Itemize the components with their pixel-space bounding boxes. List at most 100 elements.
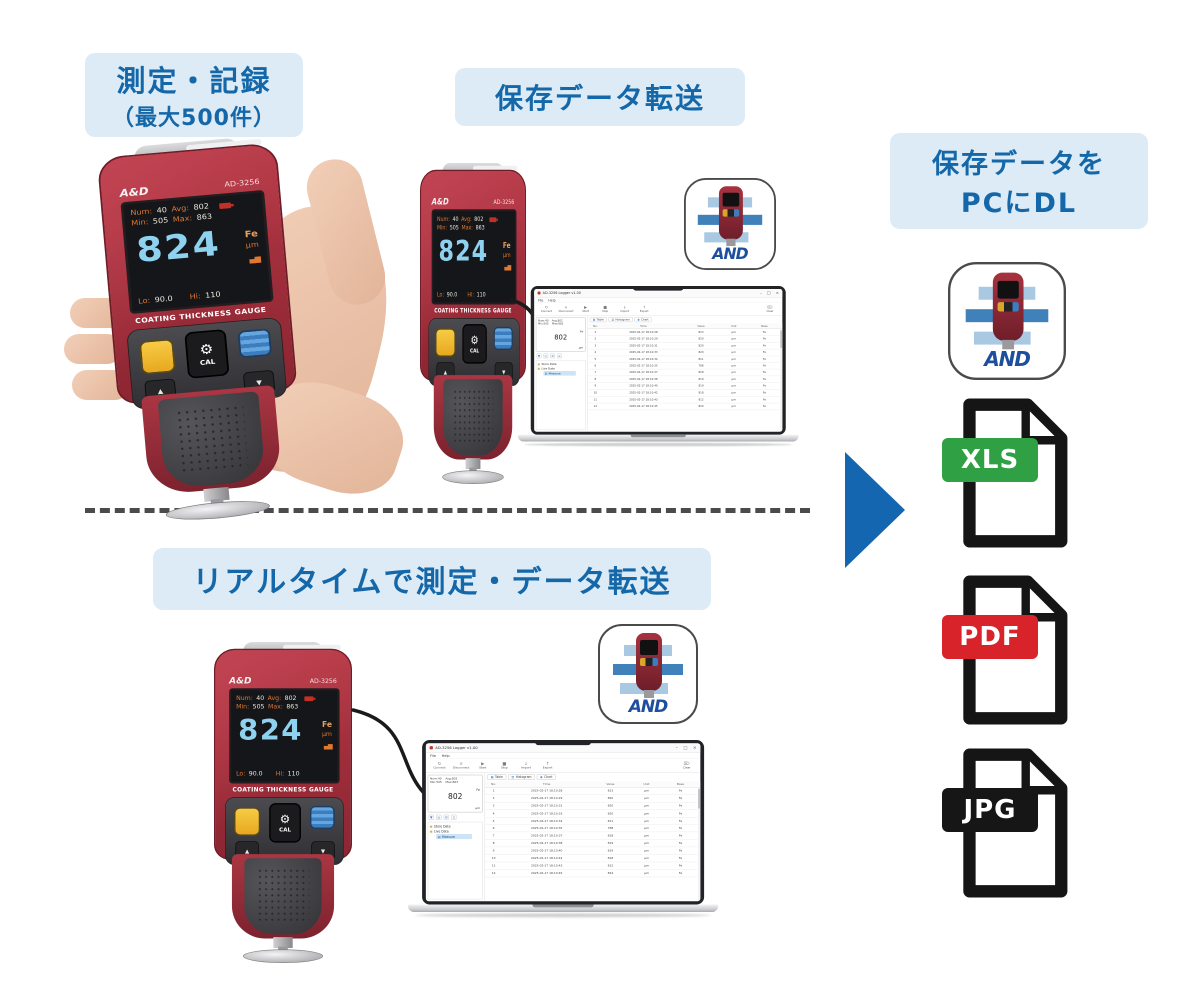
- vertical-scrollbar[interactable]: [780, 329, 783, 432]
- pin-icon[interactable]: ◎: [543, 353, 549, 359]
- stop-icon: ■: [603, 305, 607, 310]
- minimize-button[interactable]: –: [675, 745, 678, 751]
- mode-button[interactable]: [493, 326, 513, 350]
- tree-live-data[interactable]: ▣ Live Data: [429, 829, 449, 834]
- tree-store-data[interactable]: ▣ Store Data: [537, 362, 557, 366]
- list-icon[interactable]: ≡: [557, 353, 562, 359]
- settings-icon[interactable]: ⚙: [443, 814, 449, 820]
- connect-button[interactable]: ↻ Connect: [540, 305, 553, 313]
- tab-chart[interactable]: ◉ Chart: [536, 774, 556, 780]
- scrollbar-thumb[interactable]: [780, 330, 783, 349]
- settings-icon[interactable]: ⚙: [550, 353, 555, 359]
- device-realtime-slot: A&D AD-3256 Num: 40 Avg: 802 Min: 505 Ma…: [214, 642, 352, 963]
- app-icon-mini: [537, 291, 541, 295]
- menu-file[interactable]: File: [537, 298, 544, 302]
- clear-button[interactable]: ⌦ Clear: [766, 305, 774, 313]
- tree-store-data[interactable]: ▣ Store Data: [429, 824, 451, 829]
- device-cap-slot: [283, 644, 341, 651]
- mode-button[interactable]: [237, 328, 273, 359]
- hi-label: Hi:: [467, 291, 474, 299]
- cal-button[interactable]: ⚙ CAL: [462, 324, 487, 364]
- start-button[interactable]: ▶ Start: [582, 305, 589, 313]
- tree-measure[interactable]: ▤ Measure: [543, 371, 576, 376]
- connect-icon: ↻: [544, 305, 549, 310]
- filter-icon[interactable]: ▼: [536, 353, 542, 359]
- power-button[interactable]: [435, 328, 456, 357]
- close-button[interactable]: ×: [693, 745, 697, 751]
- table-icon: ▦: [490, 775, 494, 780]
- vertical-scrollbar[interactable]: [697, 787, 701, 902]
- import-button[interactable]: ↓ Import: [521, 761, 531, 770]
- tab-table[interactable]: ▦ Table: [589, 317, 607, 323]
- and-logo: AND: [712, 245, 748, 264]
- import-button[interactable]: ↓ Import: [620, 305, 630, 313]
- disconnect-button[interactable]: × Disconnect: [558, 305, 574, 313]
- label-realtime-transfer: リアルタイムで測定・データ転送: [153, 548, 711, 610]
- menu-help[interactable]: Help: [548, 298, 556, 302]
- disconnect-button[interactable]: × Disconnect: [452, 761, 470, 770]
- cal-button[interactable]: ⚙ CAL: [184, 328, 230, 379]
- maximize-button[interactable]: □: [767, 290, 771, 296]
- tab-histogram[interactable]: ▥ Histogram: [508, 774, 535, 780]
- scrollbar-thumb[interactable]: [697, 788, 701, 809]
- tab-chart[interactable]: ◉ Chart: [634, 317, 652, 323]
- close-button[interactable]: ×: [775, 290, 779, 296]
- power-button[interactable]: [138, 338, 176, 375]
- export-button[interactable]: ↑ Export: [639, 305, 649, 313]
- tree-live-data[interactable]: ▣ Live Data: [537, 366, 555, 371]
- sidebar: Num:40 Avg:802 Min:505 Max:863 Fe 802 μm…: [534, 315, 588, 432]
- device-screen: Num: 40 Avg: 802 Min: 505 Max: 863 824 F…: [120, 189, 274, 315]
- power-button[interactable]: [234, 807, 261, 836]
- num-value: 40: [256, 695, 265, 702]
- export-button[interactable]: ↑ Export: [542, 761, 553, 770]
- clear-button[interactable]: ⌦ Clear: [682, 761, 691, 770]
- mode-button[interactable]: [309, 805, 335, 829]
- pin-icon[interactable]: ◎: [436, 814, 442, 820]
- minimize-button[interactable]: –: [760, 290, 762, 296]
- start-button[interactable]: ▶ Start: [479, 761, 487, 770]
- cal-button[interactable]: ⚙ CAL: [269, 803, 301, 843]
- menu-help[interactable]: Help: [441, 753, 450, 758]
- list-icon[interactable]: ≡: [451, 814, 457, 820]
- tab-histogram[interactable]: ▥ Histogram: [608, 317, 633, 323]
- menu-file[interactable]: File: [430, 753, 436, 758]
- tree-measure[interactable]: ▤ Measure: [436, 834, 473, 840]
- filter-icon[interactable]: ▼: [428, 814, 434, 820]
- connect-button[interactable]: ↻ Connect: [433, 761, 446, 770]
- histogram-icon: ▥: [611, 317, 615, 322]
- laptop-base: [518, 434, 799, 442]
- export-icon: ↑: [545, 761, 550, 767]
- laptop-notch: [534, 740, 592, 746]
- stop-button[interactable]: ■ Stop: [500, 761, 508, 770]
- file-badge: XLS: [942, 438, 1038, 482]
- stat-unit: μm: [578, 346, 584, 350]
- stop-button[interactable]: ■ Stop: [602, 305, 609, 313]
- maximize-button[interactable]: □: [683, 745, 688, 751]
- tab-table[interactable]: ▦ Table: [487, 774, 507, 780]
